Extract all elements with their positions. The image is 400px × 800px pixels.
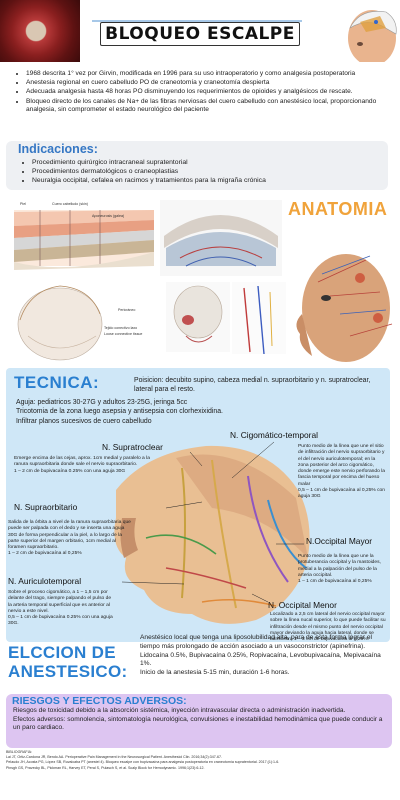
nerve-supratroclear-label: N. Supratroclear (102, 442, 163, 452)
riesgos-line: Efectos adversos: somnolencia, sintomato… (13, 715, 383, 732)
nerve-cigomatico-label: N. Cigomático-temporal (230, 430, 318, 440)
tecnica-title: TECNICA: (14, 373, 100, 392)
prep-line: Aguja: pediatricos 30-27G y adultos 23-2… (16, 399, 188, 406)
eleccion-text: Anestésico local que tenga una liposolub… (140, 634, 392, 678)
indicacion-item: Procedimiento quirúrgico intracraneal su… (32, 158, 382, 167)
intro-item: Anestesia regional en cuero cabelludo PO… (26, 79, 386, 88)
bibliografia-ref: Pelaudo JH, Acosta PG, López SB, Ruvalca… (6, 760, 280, 765)
page-title: BLOQUEO ESCALPE (105, 24, 295, 44)
bibliografia-ref: Lai JT, Ortiz-Cardona JR, Bendo AA. Peri… (6, 755, 222, 760)
tecnica-posicion: Poisicion: decubito supino, cabeza media… (134, 377, 371, 394)
label-loose: Loose connective tissue (104, 332, 143, 336)
bibliografia: BIBLIOGRAFIA: Lai JT, Ortiz-Cardona JR, … (6, 750, 394, 771)
scalp-layers-diagram (14, 210, 154, 270)
riesgos-text: Riesgos de toxicidad debido a la absorci… (13, 707, 387, 733)
tecnica-section: TECNICA: Poisicion: decubito supino, cab… (6, 368, 390, 642)
bibliografia-title: BIBLIOGRAFIA: (6, 750, 32, 754)
title-box: BLOQUEO ESCALPE (100, 22, 300, 46)
riesgos-section: RIESGOS Y EFECTOS ADVERSOS: Riesgos de t… (6, 694, 392, 748)
nerve-supratroclear-desc: Emerge encima de las cejas, aprox. 1cm m… (14, 456, 150, 474)
nerve-occipital-menor-desc: Localizado a 2,5 cm lateral del nervio o… (270, 612, 386, 643)
anatomy-illustrations (14, 200, 393, 362)
header: BLOQUEO ESCALPE (0, 0, 400, 64)
intro-list: 1968 descrita 1° vez por Girvin, modific… (16, 70, 386, 116)
label-cuero: Cuero cabelludo (skin) (52, 202, 88, 206)
indicaciones-section: Indicaciones: Procedimiento quirúrgico i… (6, 141, 388, 190)
indicaciones-list: Procedimiento quirúrgico intracraneal su… (22, 158, 382, 186)
title-decoration (92, 20, 302, 22)
anatomia-section: ANATOMIA Piel Cuero cabelludo (skin) Apo… (0, 196, 400, 370)
riesgos-title: RIESGOS Y EFECTOS ADVERSOS: (12, 695, 187, 707)
label-aponeurosis: Aponeurosis (galea) (92, 214, 125, 218)
nerve-cigomatico-desc: Punto medio de la línea que une el sitio… (298, 444, 386, 500)
head-profile-drawing (17, 285, 103, 361)
neck-vessels-diagram (232, 282, 286, 355)
nerve-occipital-mayor-label: N.Occipital Mayor (306, 536, 373, 546)
skull-section-diagram (160, 200, 282, 276)
eleccion-line: Lidocaína 0.5%, Bupivacaína 0.25%, Ropiv… (140, 651, 381, 668)
nerve-supraorbitario-label: N. Supraorbitario (14, 502, 78, 512)
intro-item: 1968 descrita 1° vez por Girvin, modific… (26, 70, 386, 79)
eleccion-line: Anestésico local que tenga una liposolub… (140, 634, 373, 650)
intro-item: Adecuada analgesia hasta 48 horas PO dis… (26, 88, 386, 97)
eleccion-title: ELCCION DE ANESTESICO: (8, 643, 128, 682)
indicaciones-title: Indicaciones: (18, 142, 98, 156)
head-block-illustration (320, 0, 400, 62)
face-nerves-diagram (296, 254, 393, 362)
indicacion-item: Procedimientos dermatológicos o craneopl… (32, 167, 382, 176)
riesgos-line: Riesgos de toxicidad debido a la absorci… (13, 707, 346, 714)
nerve-supraorbitario-desc: Salida de la órbita a nivel de la ranura… (8, 520, 131, 557)
nerve-auriculotemporal-desc: Sobre el proceso cigomático, a 1 – 1,5 c… (8, 590, 113, 627)
intro-item: Bloqueo directo de los canales de Na+ de… (26, 98, 386, 115)
nerve-auriculotemporal-label: N. Auriculotemporal (8, 576, 82, 586)
anatomia-title: ANATOMIA (288, 199, 388, 219)
label-pericraneo: Pericráneo (118, 308, 136, 312)
head-nerves-illustration (114, 441, 310, 624)
skull-side-diagram (166, 282, 230, 352)
label-laxo: Tejido conectivo laxo (104, 326, 138, 330)
prep-line: Tricotomia de la zona luego asepsia y an… (16, 408, 223, 416)
indicacion-item: Neuralgia occipital, cefalea en racimos … (32, 176, 382, 185)
tecnica-preparacion: Aguja: pediatricos 30-27G y adultos 23-2… (16, 398, 296, 426)
nerve-occipital-mayor-desc: Punto medio de la línea que une la protu… (298, 554, 381, 585)
surgical-field-photo (0, 0, 80, 62)
nerve-occipital-menor-label: N. Occipital Menor (268, 600, 337, 610)
label-piel: Piel (20, 202, 26, 206)
bibliografia-ref: Pinsgh GS, Pravecky BL, Pickman RL, Harv… (6, 765, 205, 770)
eleccion-line: Inicio de la anestesia 5-15 min, duració… (140, 669, 290, 677)
prep-line: Infiltrar planos sucesivos de cuero cabe… (16, 417, 152, 425)
